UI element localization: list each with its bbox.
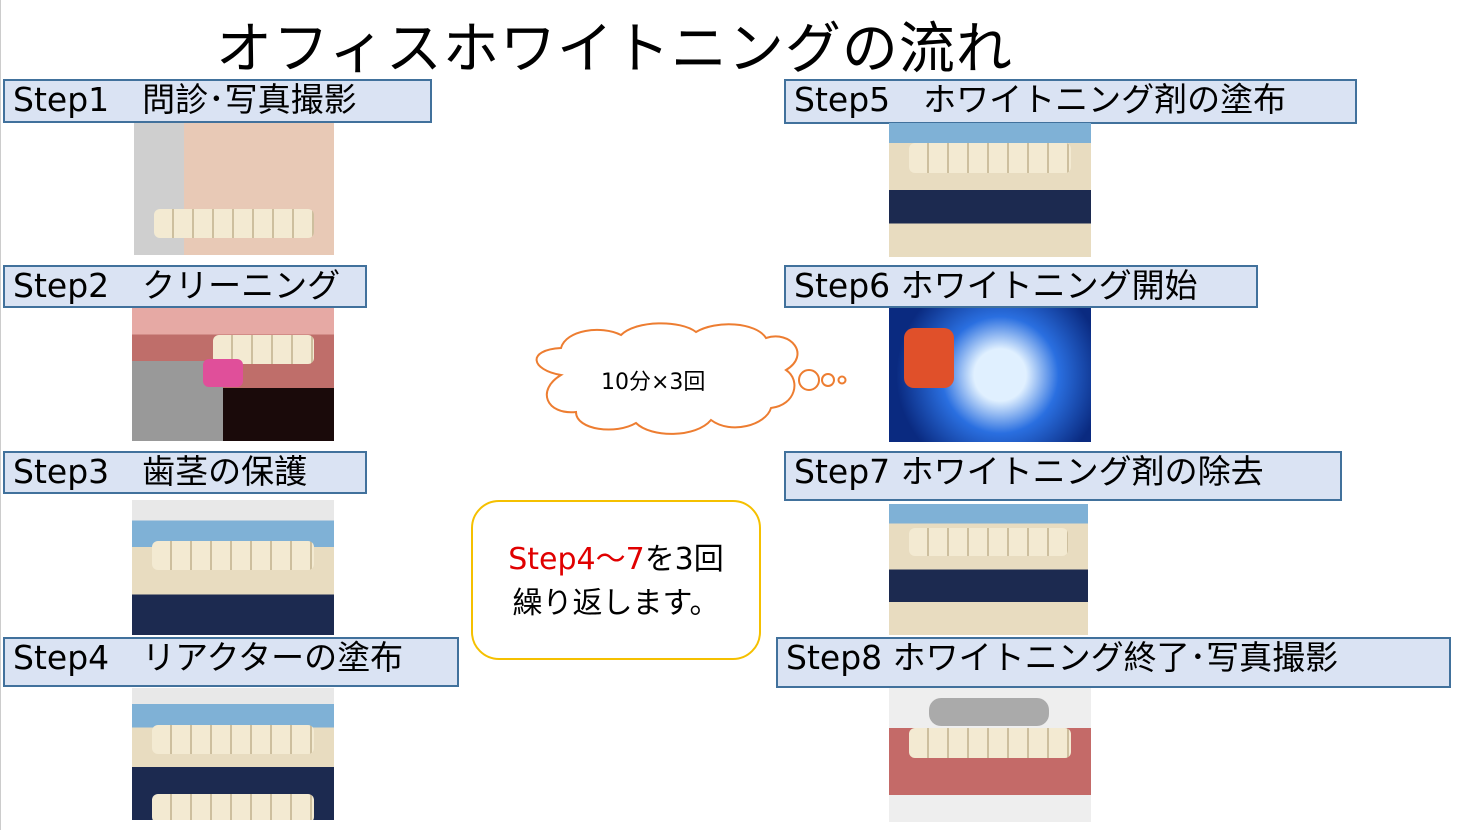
step7-photo (889, 504, 1088, 635)
step5-label: Step5 ホワイトニング剤の塗布 (784, 79, 1357, 124)
step8-photo (889, 688, 1091, 822)
step1-label: Step1 問診･写真撮影 (3, 79, 432, 123)
step4-photo (132, 688, 334, 820)
thought-bubble-dot (821, 373, 835, 387)
repeat-line2: 繰り返します。 (512, 586, 720, 621)
step7-label: Step7 ホワイトニング剤の除去 (784, 451, 1342, 501)
step6-label: Step6 ホワイトニング開始 (784, 265, 1258, 308)
repeat-rest: を3回 (644, 542, 724, 577)
step2-label: Step2 クリーニング (3, 265, 367, 308)
thought-bubble-dot (837, 375, 847, 385)
step5-photo (889, 123, 1091, 257)
thought-cloud (535, 322, 847, 435)
slide-title: オフィスホワイトニングの流れ (216, 17, 1013, 82)
step8-label: Step8 ホワイトニング終了･写真撮影 (776, 637, 1451, 688)
step4-label: Step4 リアクターの塗布 (3, 637, 459, 687)
step2-photo (132, 308, 334, 441)
repeat-highlight: Step4～7 (508, 542, 645, 577)
cloud-text: 10分×3回 (601, 370, 706, 395)
step3-label: Step3 歯茎の保護 (3, 451, 367, 494)
step6-photo (889, 308, 1091, 442)
thought-bubble-dot (798, 369, 820, 391)
step1-photo (134, 123, 334, 255)
step3-photo (132, 500, 334, 635)
repeat-note-box: Step4～7を3回 繰り返します。 (471, 500, 761, 660)
